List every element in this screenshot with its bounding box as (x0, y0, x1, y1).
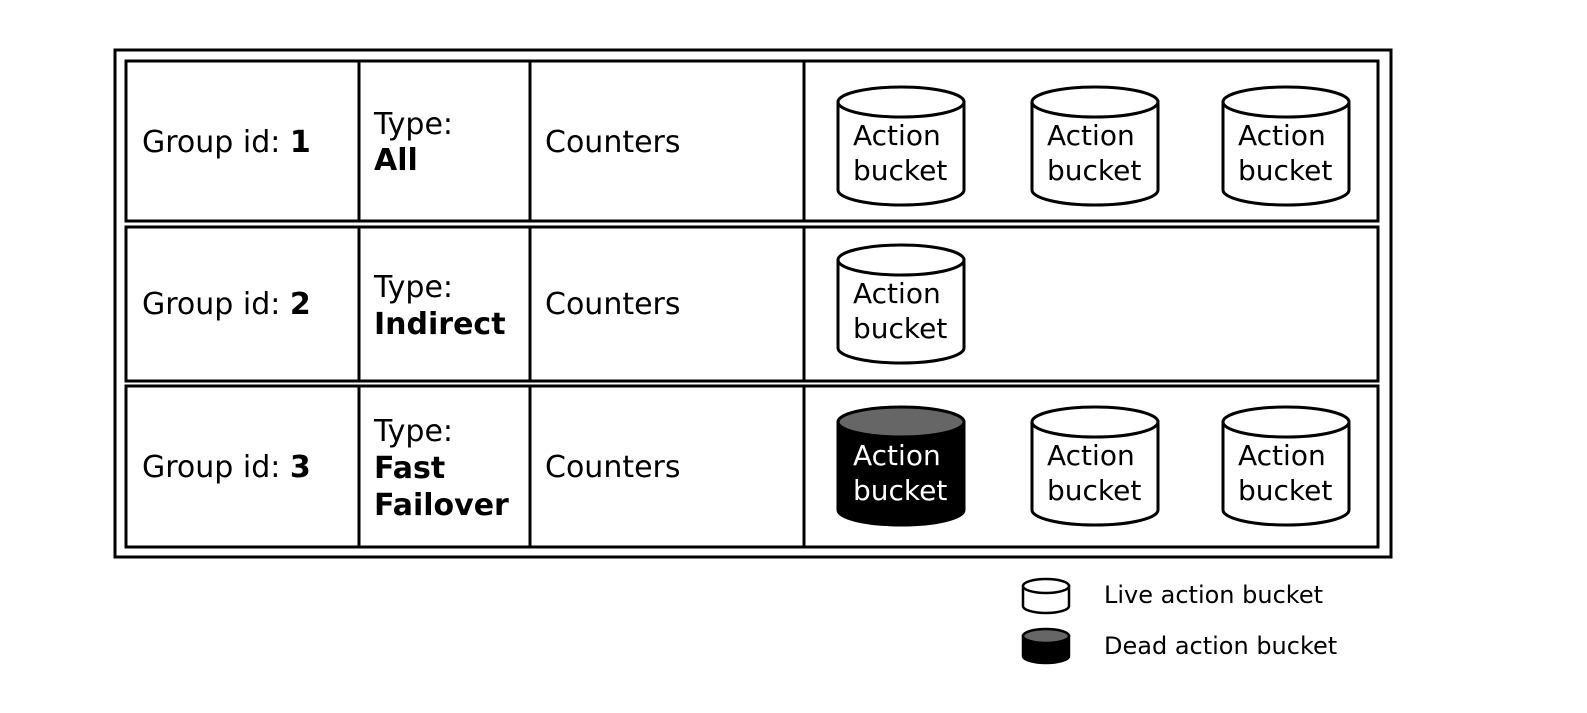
bucket-label-line-1: Action (853, 119, 941, 152)
group-row-2: Group id: 2 Type: Indirect Counters Acti… (124, 225, 1380, 383)
bucket-label-line-1: Action (1238, 119, 1326, 152)
counters-label: Counters (545, 450, 681, 485)
legend: Live action bucket Dead action bucket (1021, 577, 1337, 665)
legend-live-label: Live action bucket (1104, 581, 1323, 609)
live-bucket-legend-icon (1021, 577, 1071, 615)
bucket-label-line-1: Action (1238, 439, 1326, 472)
counters-label: Counters (545, 125, 681, 160)
bucket-label-line-2: bucket (1238, 154, 1332, 187)
group-id-value: 3 (290, 450, 311, 485)
bucket-label-line-1: Action (853, 439, 941, 472)
counters-label: Counters (545, 287, 681, 322)
group-id-value: 2 (290, 287, 311, 322)
bucket-label-line-2: bucket (853, 474, 947, 507)
bucket-label-line-2: bucket (1238, 474, 1332, 507)
type-value-line-1: Fast (374, 451, 445, 486)
bucket-label-line-1: Action (1047, 119, 1135, 152)
bucket-label-line-2: bucket (1047, 474, 1141, 507)
outer-frame (113, 48, 1393, 559)
bucket-label-line-2: bucket (1047, 154, 1141, 187)
group-row-3: Group id: 3 Type: Fast Failover Counters… (124, 384, 1380, 549)
group-id-label: Group id: 2 (142, 287, 311, 322)
type-value-line-2: Failover (374, 488, 509, 523)
bucket-label-line-2: bucket (853, 312, 947, 345)
type-value: All (374, 143, 418, 178)
row-border (124, 384, 1380, 549)
type-label: Type: (373, 270, 453, 305)
group-id-label: Group id: 3 (142, 450, 311, 485)
row-border (124, 225, 1380, 383)
dead-bucket-legend-icon (1021, 627, 1071, 665)
type-value: Indirect (374, 307, 506, 342)
type-label: Type: (373, 107, 453, 142)
bucket-label-line-2: bucket (853, 154, 947, 187)
type-label: Type: (373, 414, 453, 449)
group-id-label: Group id: 1 (142, 125, 311, 160)
group-row-1: Group id: 1 Type: All Counters Actionbuc… (124, 59, 1380, 223)
bucket-label-line-1: Action (1047, 439, 1135, 472)
row-border (124, 59, 1380, 223)
group-id-value: 1 (290, 125, 311, 160)
bucket-label-line-1: Action (853, 277, 941, 310)
legend-dead-label: Dead action bucket (1104, 632, 1337, 660)
